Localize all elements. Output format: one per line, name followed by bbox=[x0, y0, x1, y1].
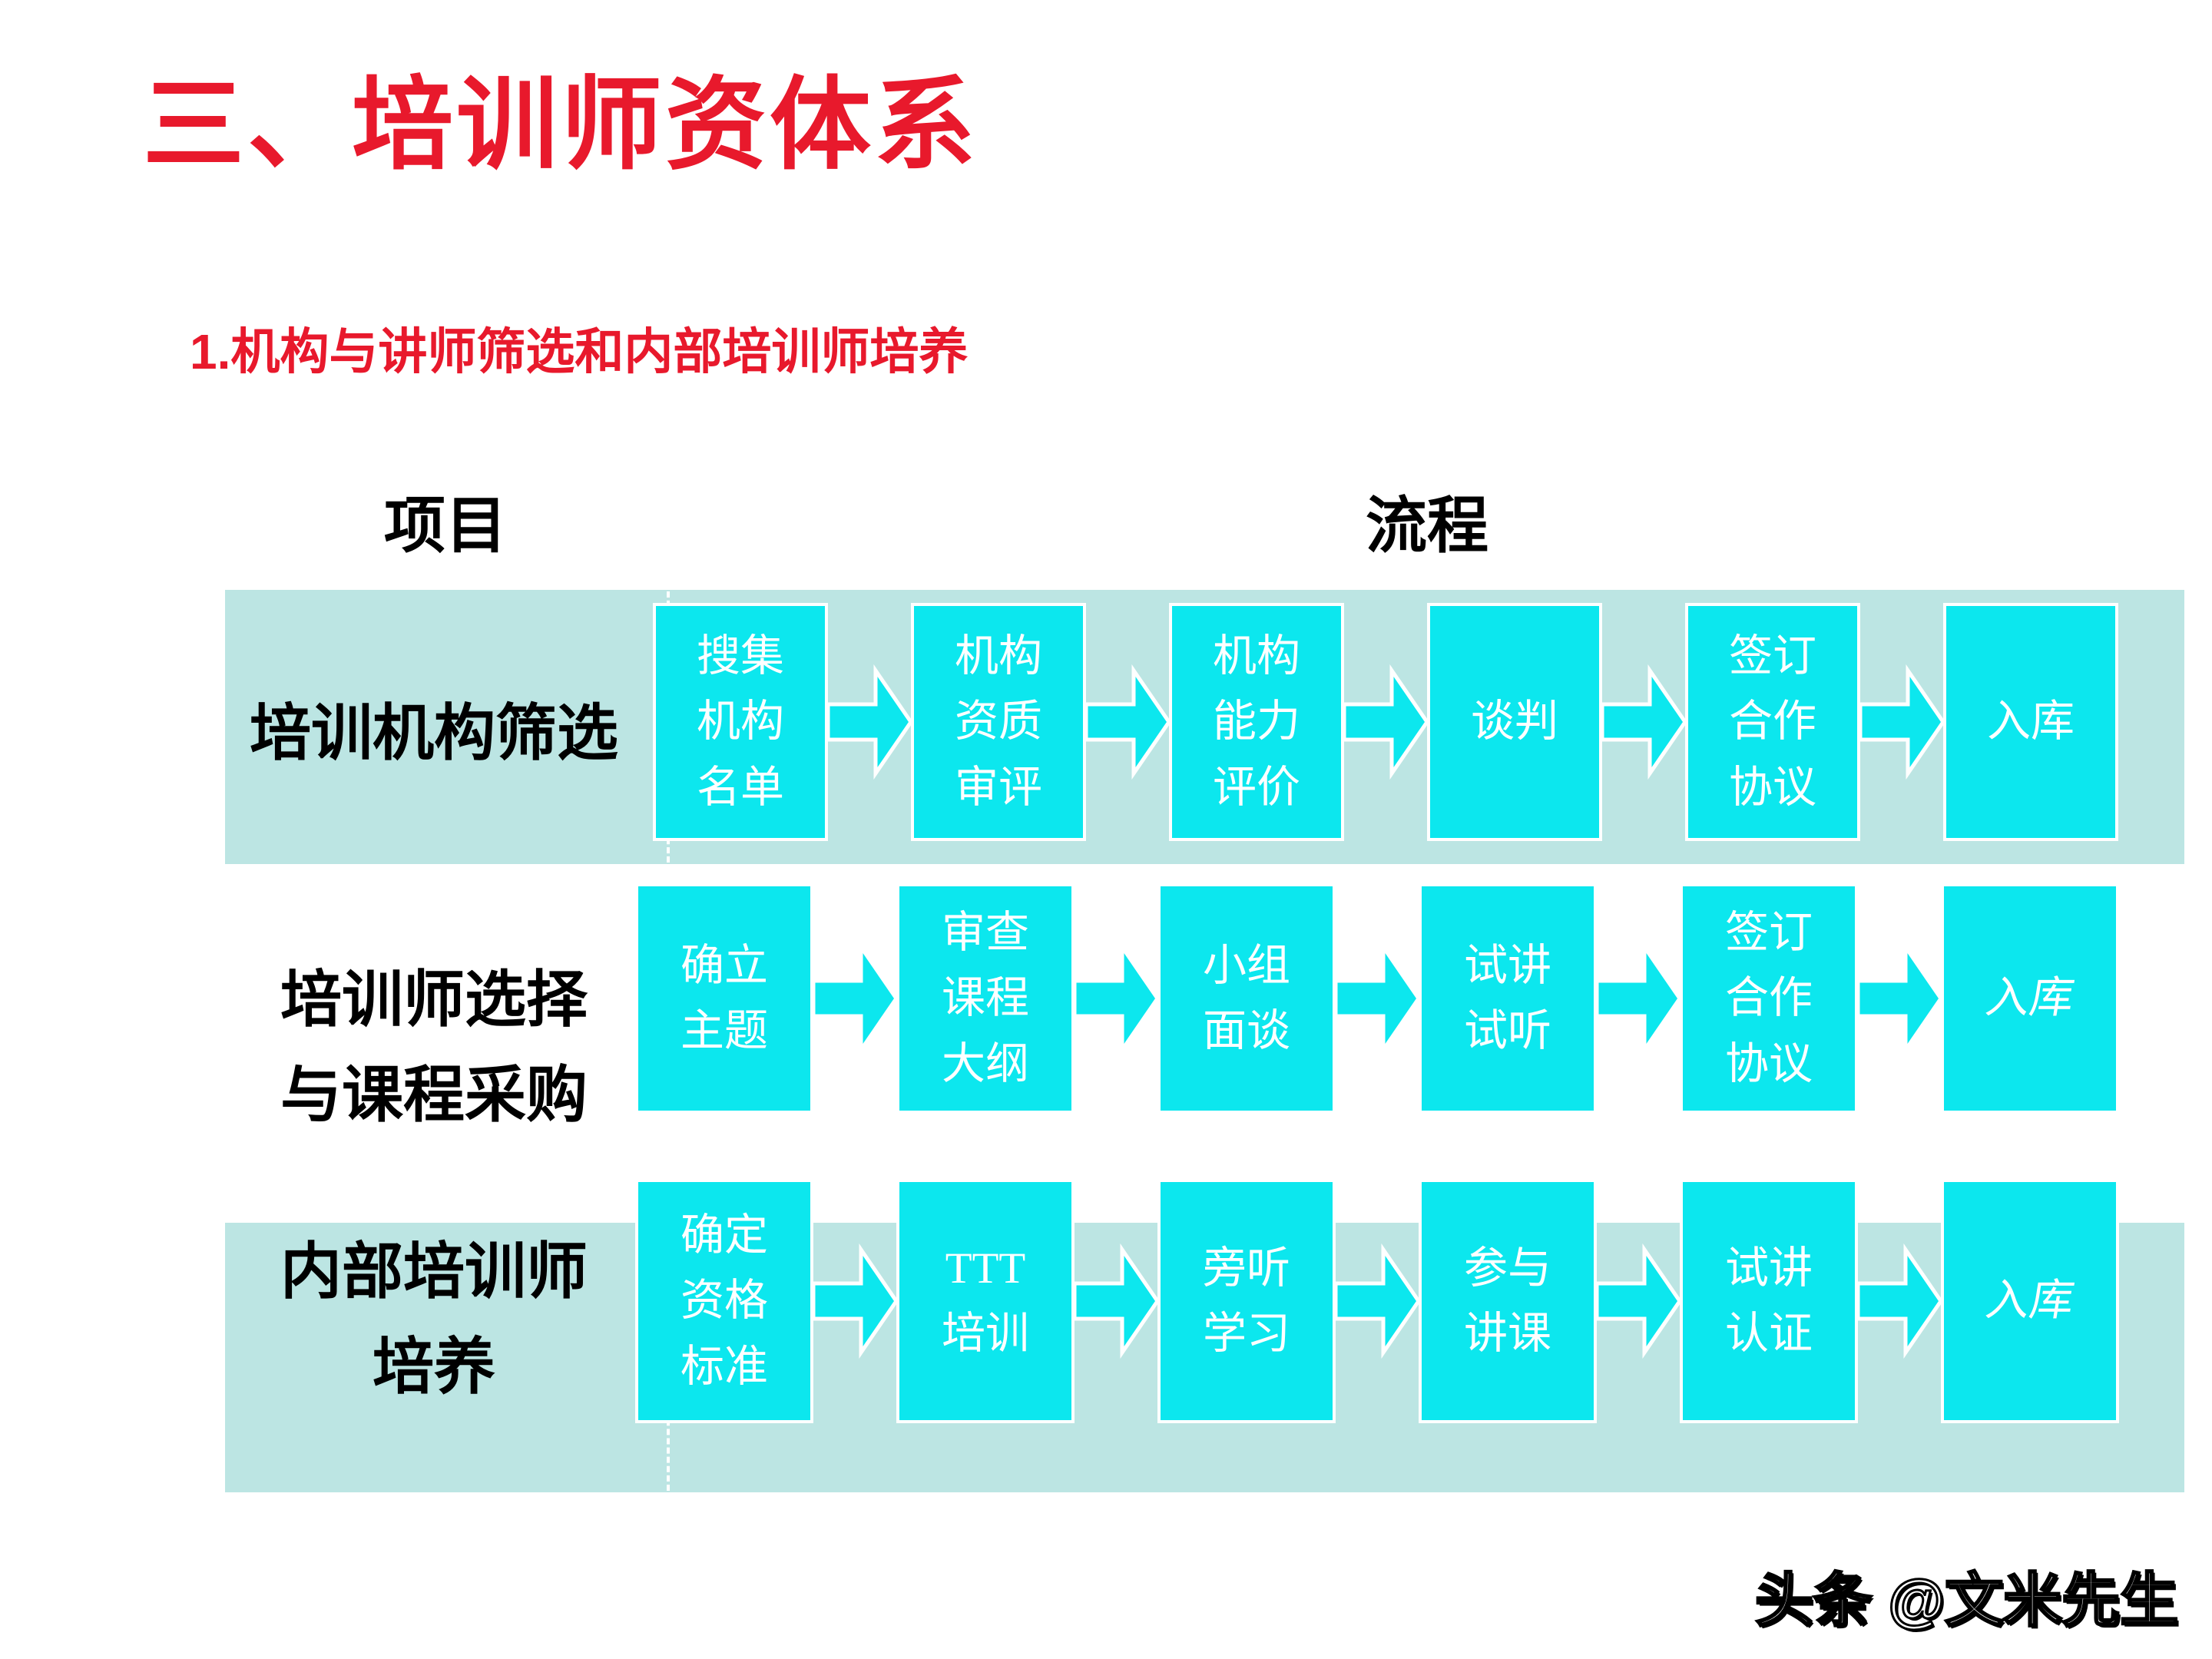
flow-step-label: 搜集 机构 名单 bbox=[697, 631, 784, 812]
flow-step-label: 确立 主题 bbox=[680, 941, 768, 1056]
arrow-right-icon bbox=[1073, 941, 1159, 1056]
flow-step-label: 机构 资质 审评 bbox=[955, 631, 1042, 812]
flow-step-label: 入库 bbox=[1987, 697, 2075, 747]
column-header-process: 流程 bbox=[1366, 492, 1488, 560]
row1-label: 培训机构筛选 bbox=[250, 699, 618, 767]
row1-flow: 搜集 机构 名单 机构 资质 审评 机构 能力 评价 谈判 签订 合作 协议 入… bbox=[653, 603, 2118, 841]
arrow-right-icon bbox=[1859, 664, 1945, 780]
arrow-right-icon bbox=[1343, 664, 1429, 780]
arrow-right-icon bbox=[1334, 941, 1420, 1056]
flow-step-box: 小组 面谈 bbox=[1157, 883, 1336, 1114]
watermark: 头条 @文米先生 bbox=[1753, 1568, 2179, 1635]
page-subtitle: 1.机构与讲师筛选和内部培训师培养 bbox=[190, 324, 969, 379]
flow-step-label: 签订 合作 协议 bbox=[1725, 908, 1813, 1088]
flow-step-label: 审查 课程 大纲 bbox=[942, 908, 1029, 1088]
row3-flow: 确定 资格 标准 TTT 培训 旁听 学习 参与 讲课 试讲 认证 入库 bbox=[635, 1179, 2119, 1423]
flow-step-label: 小组 面谈 bbox=[1203, 941, 1290, 1056]
flow-step-box: 旁听 学习 bbox=[1157, 1179, 1336, 1423]
flow-step-label: 谈判 bbox=[1471, 697, 1558, 747]
flow-step-box: 搜集 机构 名单 bbox=[653, 603, 828, 841]
flow-step-box: 签订 合作 协议 bbox=[1685, 603, 1860, 841]
flow-step-label: 试讲 认证 bbox=[1725, 1243, 1813, 1359]
flow-step-label: 参与 讲课 bbox=[1464, 1243, 1551, 1359]
row3-label: 内部培训师 培养 bbox=[280, 1237, 588, 1401]
flow-step-box: 审查 课程 大纲 bbox=[896, 883, 1075, 1114]
arrow-right-icon bbox=[1084, 664, 1171, 780]
arrow-right-icon bbox=[826, 664, 912, 780]
arrow-right-icon bbox=[1595, 1243, 1681, 1359]
flow-step-label: 机构 能力 评价 bbox=[1213, 631, 1300, 812]
flow-step-box: 入库 bbox=[1941, 883, 2119, 1114]
arrow-right-icon bbox=[1595, 941, 1681, 1056]
row2-label: 培训师选择 与课程采购 bbox=[280, 965, 588, 1129]
flow-step-box: 机构 能力 评价 bbox=[1169, 603, 1344, 841]
arrow-right-icon bbox=[1334, 1243, 1420, 1359]
flow-step-box: 入库 bbox=[1941, 1179, 2119, 1423]
arrow-right-icon bbox=[1856, 1243, 1942, 1359]
flow-step-box: 试讲 认证 bbox=[1680, 1179, 1858, 1423]
flow-step-label: 入库 bbox=[1982, 1277, 2078, 1326]
column-header-project: 项目 bbox=[384, 492, 507, 560]
flow-step-box: 签订 合作 协议 bbox=[1680, 883, 1858, 1114]
flow-step-box: 机构 资质 审评 bbox=[911, 603, 1086, 841]
flow-step-label: 试讲 试听 bbox=[1464, 941, 1551, 1056]
flow-step-box: 谈判 bbox=[1427, 603, 1602, 841]
row2-flow: 确立 主题 审查 课程 大纲 小组 面谈 试讲 试听 签订 合作 协议 入库 bbox=[635, 883, 2119, 1114]
flow-step-box: 确定 资格 标准 bbox=[635, 1179, 813, 1423]
flow-step-label: 旁听 学习 bbox=[1203, 1243, 1290, 1359]
flow-step-label: 入库 bbox=[1982, 974, 2078, 1023]
flow-step-box: 确立 主题 bbox=[635, 883, 813, 1114]
arrow-right-icon bbox=[1073, 1243, 1159, 1359]
arrow-right-icon bbox=[812, 1243, 898, 1359]
arrow-right-icon bbox=[1601, 664, 1687, 780]
flow-step-label: 签订 合作 协议 bbox=[1729, 631, 1816, 812]
flow-step-box: TTT 培训 bbox=[896, 1179, 1075, 1423]
page-title: 三、培训师资体系 bbox=[143, 69, 979, 182]
flow-step-label: 确定 资格 标准 bbox=[680, 1210, 768, 1391]
flow-step-label: TTT 培训 bbox=[942, 1243, 1029, 1359]
flow-step-box: 参与 讲课 bbox=[1419, 1179, 1597, 1423]
arrow-right-icon bbox=[1856, 941, 1942, 1056]
arrow-right-icon bbox=[812, 941, 898, 1056]
flow-step-box: 入库 bbox=[1943, 603, 2118, 841]
flow-step-box: 试讲 试听 bbox=[1419, 883, 1597, 1114]
